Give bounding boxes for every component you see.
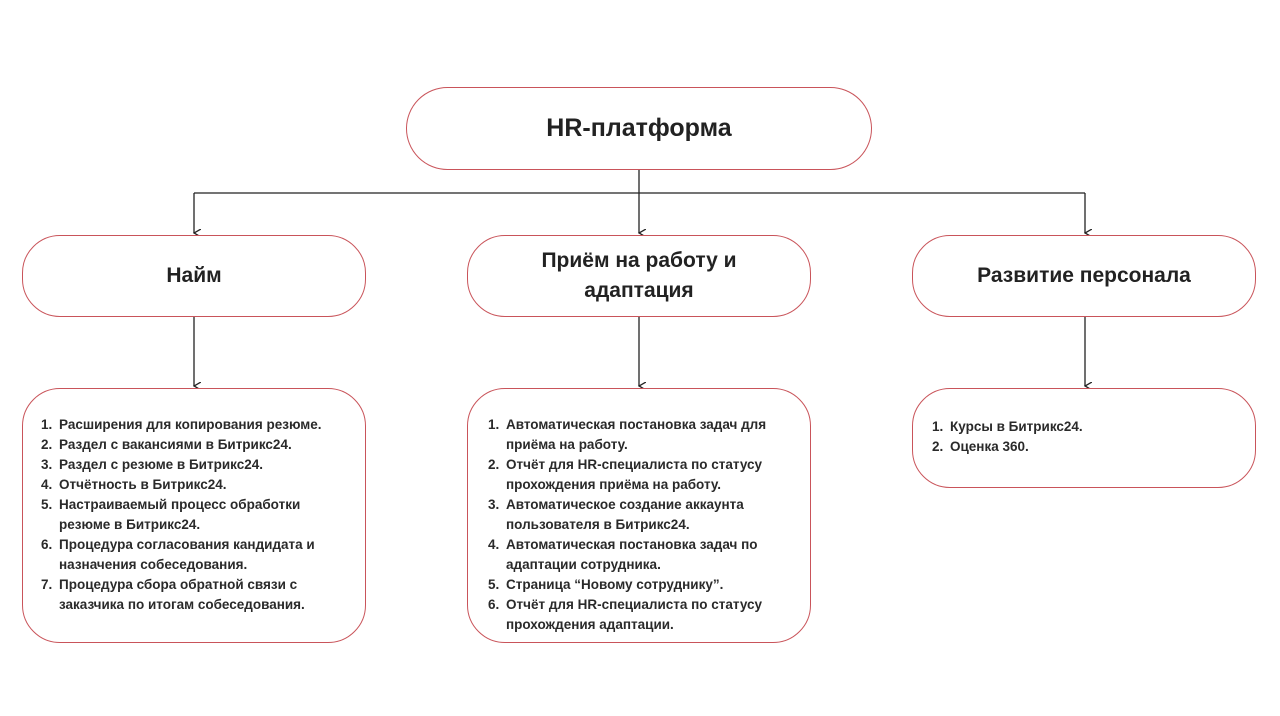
detail-node-development: 1. Курсы в Битрикс24. 2. Оценка 360.: [912, 388, 1256, 488]
item-text: Курсы в Битрикс24.: [950, 419, 1083, 434]
list-item: 7. Процедура сбора обратной связи с заказ…: [41, 575, 353, 615]
list-item: 4. Автоматическая постановка задач по ада…: [488, 535, 798, 575]
list-item: 3. Раздел с резюме в Битрикс24.: [41, 455, 353, 475]
list-item: 6. Процедура согласования кандидата и наз…: [41, 535, 353, 575]
list-item: 1. Расширения для копирования резюме.: [41, 415, 353, 435]
detail-list-hiring: 1. Расширения для копирования резюме. 2. Р…: [23, 389, 365, 615]
list-item: 5. Настраиваемый процесс обработки резюме…: [41, 495, 353, 535]
item-number: 1.: [932, 419, 944, 434]
item-text: Раздел с резюме в Битрикс24.: [59, 457, 263, 472]
detail-list-development: 1. Курсы в Битрикс24. 2. Оценка 360.: [913, 389, 1095, 457]
item-text: Отчёт для HR-специалиста по статусу прох…: [506, 457, 763, 492]
detail-node-hiring: 1. Расширения для копирования резюме. 2. Р…: [22, 388, 366, 643]
item-text: Оценка 360.: [950, 439, 1029, 454]
item-text: Отчёт для HR-специалиста по статусу прох…: [506, 597, 763, 632]
list-item: 4. Отчётность в Битрикс24.: [41, 475, 353, 495]
item-text: Автоматическая постановка задач для приё…: [506, 417, 767, 452]
list-item: 2. Отчёт для HR-специалиста по статусу пр…: [488, 455, 798, 495]
detail-list-onboarding: 1. Автоматическая постановка задач для пр…: [468, 389, 810, 635]
item-number: 3.: [41, 457, 53, 472]
root-node: HR-платформа: [406, 87, 872, 170]
item-number: 6.: [41, 537, 53, 552]
category-title-onboarding: Приём на работу и адаптация: [541, 249, 737, 302]
list-item: 6. Отчёт для HR-специалиста по статусу пр…: [488, 595, 798, 635]
item-number: 6.: [488, 597, 500, 612]
item-text: Раздел с вакансиями в Битрикс24.: [59, 437, 292, 452]
item-number: 4.: [41, 477, 53, 492]
category-node-development: Развитие персонала: [912, 235, 1256, 317]
item-number: 2.: [932, 439, 944, 454]
list-item: 3. Автоматическое создание аккаунта польз…: [488, 495, 798, 535]
item-text: Процедура сбора обратной связи с заказчи…: [59, 577, 305, 612]
item-number: 5.: [488, 577, 500, 592]
list-item: 2. Раздел с вакансиями в Битрикс24.: [41, 435, 353, 455]
category-title-development: Развитие персонала: [977, 264, 1191, 287]
item-number: 1.: [41, 417, 53, 432]
list-item: 1. Курсы в Битрикс24.: [932, 417, 1083, 437]
detail-node-onboarding: 1. Автоматическая постановка задач для пр…: [467, 388, 811, 643]
root-label: HR-платформа: [546, 114, 732, 142]
item-number: 2.: [488, 457, 500, 472]
item-number: 4.: [488, 537, 500, 552]
item-text: Настраиваемый процесс обработки резюме в…: [59, 497, 301, 532]
item-number: 5.: [41, 497, 53, 512]
list-item: 1. Автоматическая постановка задач для пр…: [488, 415, 798, 455]
item-text: Процедура согласования кандидата и назна…: [59, 537, 315, 572]
item-number: 2.: [41, 437, 53, 452]
item-text: Автоматическое создание аккаунта пользов…: [506, 497, 744, 532]
category-node-onboarding: Приём на работу и адаптация: [467, 235, 811, 317]
item-text: Отчётность в Битрикс24.: [59, 477, 227, 492]
item-text: Страница “Новому сотруднику”.: [506, 577, 724, 592]
item-number: 7.: [41, 577, 53, 592]
item-number: 1.: [488, 417, 500, 432]
category-node-hiring: Найм: [22, 235, 366, 317]
item-text: Автоматическая постановка задач по адапт…: [506, 537, 758, 572]
category-title-hiring: Найм: [166, 264, 222, 287]
list-item: 2. Оценка 360.: [932, 437, 1083, 457]
item-number: 3.: [488, 497, 500, 512]
item-text: Расширения для копирования резюме.: [59, 417, 322, 432]
list-item: 5. Страница “Новому сотруднику”.: [488, 575, 798, 595]
